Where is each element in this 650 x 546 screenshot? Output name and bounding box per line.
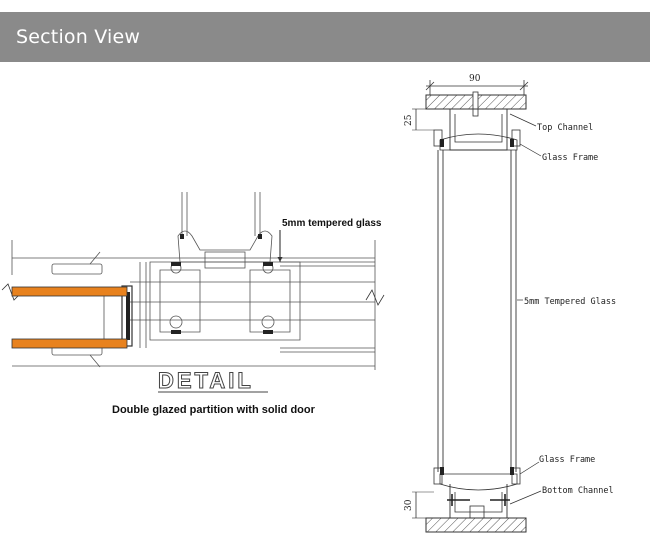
- section-header: Section View: [0, 12, 650, 62]
- label-glass-frame-top: Glass Frame: [542, 153, 598, 163]
- detail-plan-drawing: [1, 192, 385, 370]
- label-glass-frame-bottom: Glass Frame: [539, 455, 595, 465]
- page-title: Section View: [16, 26, 141, 48]
- dim-bottom: 30: [404, 499, 414, 511]
- label-top-channel: Top Channel: [537, 123, 593, 133]
- gasket-marks: [126, 234, 273, 340]
- label-bottom-channel: Bottom Channel: [542, 486, 614, 496]
- dim-top: 25: [404, 114, 414, 126]
- door-panel-lower: [11, 338, 128, 349]
- glass-label: 5mm tempered glass: [282, 218, 382, 229]
- dim-width: 90: [469, 74, 481, 84]
- detail-caption: Double glazed partition with solid door: [112, 404, 316, 416]
- section-drawing: [412, 80, 542, 533]
- door-panel-upper: [11, 286, 128, 297]
- label-tempered-glass: 5mm Tempered Glass: [524, 297, 616, 307]
- detail-heading: DETAIL: [158, 368, 254, 393]
